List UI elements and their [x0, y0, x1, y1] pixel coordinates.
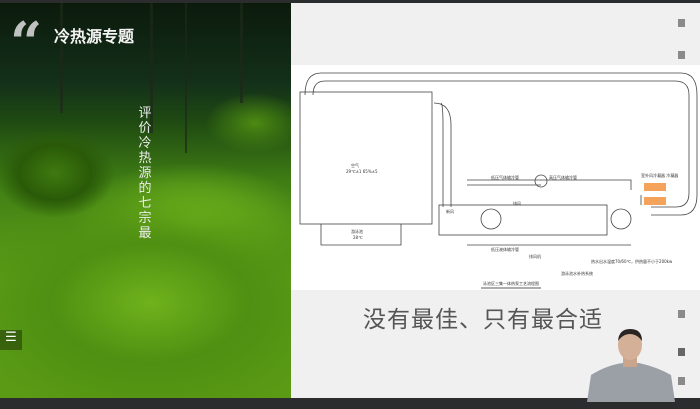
slide-slogan: 没有最佳、只有最合适 — [363, 307, 603, 333]
slide-marker — [678, 377, 685, 385]
diagram-label-low-pipe: 低压气体输冷管 — [491, 174, 519, 180]
diagram-label-high-pipe: 高压气体输冷管 — [549, 174, 577, 180]
diagram-label-exhaust: 排风 — [513, 200, 521, 206]
diagram-label-pool: 游泳池 — [351, 228, 363, 234]
diagram-label-air: 空气 — [351, 162, 359, 168]
diagram-label-water-note: 热水出水温度70/60℃，供热量不小于200kw — [591, 258, 673, 264]
diagram-label-fresh-air: 新风 — [446, 208, 454, 214]
slide-marker — [678, 51, 685, 59]
presenter-video — [587, 327, 675, 402]
quote-mark-icon: “ — [10, 10, 43, 76]
slide-left-image-panel: “ 冷热源专题 评价冷热源的七宗最 ☰ — [0, 3, 291, 398]
slide-marker — [678, 348, 685, 356]
diagram-label-exhaust-fan: 排风机 — [529, 253, 541, 259]
topic-title: 冷热源专题 — [54, 27, 135, 46]
diagram-label-condenser: 室外风冷凝器 冷凝器 — [641, 172, 678, 178]
diagram-title: 泳池区三集一体热泵工艺流程图 — [483, 280, 539, 286]
menu-icon[interactable]: ☰ — [0, 330, 22, 350]
vertical-title: 评价冷热源的七宗最 — [138, 106, 152, 241]
diagram-label-pool-heat: 游泳池水补热系统 — [561, 270, 593, 276]
slide-marker — [678, 19, 685, 27]
diagram-label-air-cond: 29℃±1 65%±5 — [346, 169, 378, 174]
slide-right-panel: 空气 29℃±1 65%±5 游泳池 28℃ 低压气体输冷管 高压气体输冷管 低… — [291, 3, 700, 402]
slide-marker — [678, 310, 685, 318]
diagram-label-pool-temp: 28℃ — [353, 235, 363, 240]
heat-pump-flow-diagram: 空气 29℃±1 65%±5 游泳池 28℃ 低压气体输冷管 高压气体输冷管 低… — [291, 65, 700, 290]
diagram-label-low-liquid: 低压液体输冷管 — [491, 246, 519, 252]
